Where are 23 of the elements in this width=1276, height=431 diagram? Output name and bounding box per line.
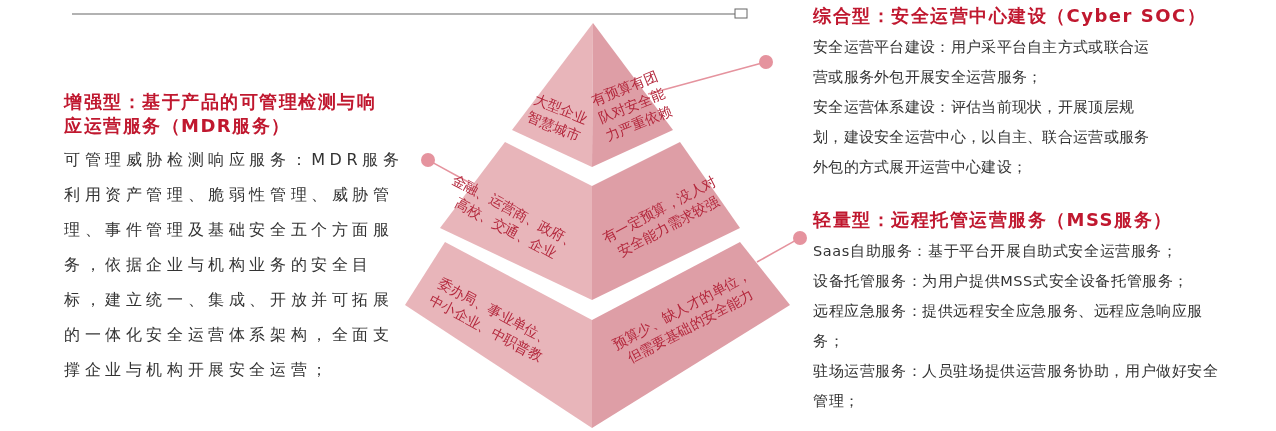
body-text: 设备托管服务：为用户提供MSS式安全设备托管服务； bbox=[813, 272, 1190, 291]
body-text: 驻场运营服务：人员驻场提供运营服务协助，用户做好安全管理； bbox=[813, 362, 1220, 411]
pyramid-tier bbox=[512, 22, 674, 168]
section-heading: 综合型：安全运营中心建设（Cyber SOC） bbox=[813, 4, 1208, 28]
leader-dot bbox=[793, 231, 807, 245]
body-text: 远程应急服务：提供远程安全应急服务、远程应急响应服务； bbox=[813, 302, 1204, 351]
body-text: Saas自助服务：基于平台开展自助式安全运营服务； bbox=[813, 242, 1179, 261]
tier-label: 委办局、事业单位、中小企业、中职普教 bbox=[425, 273, 556, 367]
leader-line bbox=[647, 62, 761, 95]
section-heading: 轻量型：远程托管运营服务（MSS服务） bbox=[813, 208, 1174, 232]
tier-label: 有预算有团队对安全能力严重依赖 bbox=[588, 66, 676, 146]
tier-label: 有一定预算，没人对安全能力需求较强 bbox=[598, 171, 723, 262]
body-text: 安全运营平台建设：用户采平台自主方式或联合运营或服务外包开展安全运营服务； bbox=[813, 38, 1151, 87]
tier-label: 预算少、缺人才的单位，但需要基础的安全能力 bbox=[608, 264, 757, 368]
leader-line bbox=[432, 162, 471, 184]
body-text: 安全运营体系建设：评估当前现状，开展顶层规划，建设安全运营中心，以自主、联合运营或服务外包的方式展开运营中心建设； bbox=[813, 98, 1151, 177]
leader-dot bbox=[759, 55, 773, 69]
tier-label: 大型企业智慧城市 bbox=[523, 89, 591, 147]
leader-dot bbox=[421, 153, 435, 167]
tier-label: 金融、运营商、政府、高校、交通、企业 bbox=[448, 170, 582, 264]
body-text: 可管理威胁检测响应服务：MDR服务利用资产管理、脆弱性管理、威胁管理、事件管理及基础安全五个方面服务，依据企业与机构业务的安全目标，建立统一、集成、开放并可拓展的一体化安全运营体系架构，全面支撑企业与机构开展安全运营； bbox=[64, 149, 404, 381]
section-heading: 增强型：基于产品的可管理检测与响应运营服务（MDR服务） bbox=[64, 90, 377, 138]
leader-line bbox=[756, 240, 796, 263]
